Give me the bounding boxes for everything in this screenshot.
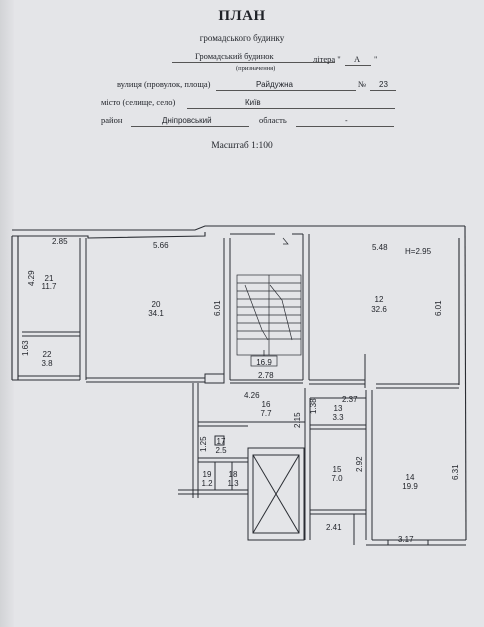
room-12-area: 32.6 bbox=[371, 305, 387, 314]
district-underline bbox=[131, 126, 249, 127]
street-underline bbox=[216, 90, 356, 91]
dim-5-66: 5.66 bbox=[153, 241, 169, 250]
room-I-area: 16.9 bbox=[256, 358, 272, 367]
city-value: Київ bbox=[245, 98, 261, 107]
room-20-area: 34.1 bbox=[148, 309, 164, 318]
room-17-number: 17 bbox=[217, 437, 226, 446]
litera-label: літера " bbox=[313, 54, 341, 64]
dim-6-01-right: 6.01 bbox=[434, 300, 443, 316]
rooms-21-22-walls bbox=[22, 238, 87, 380]
plan-title: ПЛАН bbox=[218, 8, 266, 24]
litera-value: А bbox=[354, 54, 361, 64]
litera-close: " bbox=[374, 54, 378, 64]
number-underline bbox=[370, 90, 396, 91]
region-value: - bbox=[345, 116, 348, 125]
dim-1-63: 1.63 bbox=[21, 340, 30, 356]
purpose-note: (призначення) bbox=[236, 65, 276, 72]
purpose-underline bbox=[172, 62, 335, 63]
room-12-number: 12 bbox=[375, 295, 384, 304]
room-22-area: 3.8 bbox=[41, 359, 53, 368]
room-16-area: 7.7 bbox=[260, 409, 272, 418]
outer-walls bbox=[11, 225, 467, 541]
room-20-walls bbox=[86, 238, 231, 384]
room-21-number: 21 bbox=[45, 274, 54, 283]
room-labels: 21 11.7 22 3.8 20 34.1 I 16.9 12 32.6 16… bbox=[41, 274, 418, 491]
room-12-walls bbox=[309, 354, 459, 389]
dim-6-01-left: 6.01 bbox=[213, 300, 222, 316]
dim-4-26: 4.26 bbox=[244, 391, 260, 400]
dim-height: H=2.95 bbox=[405, 247, 432, 256]
number-value: 23 bbox=[379, 80, 388, 89]
city-underline bbox=[187, 108, 395, 109]
staircase bbox=[236, 237, 302, 367]
region-underline bbox=[296, 126, 394, 127]
dim-5-48: 5.48 bbox=[372, 243, 388, 252]
room-18-number: 18 bbox=[229, 470, 238, 479]
room-19-number: 19 bbox=[203, 470, 212, 479]
room-I-number: I bbox=[263, 349, 265, 358]
plan-subtitle: громадського будинку bbox=[199, 33, 285, 43]
room-13-number: 13 bbox=[334, 404, 343, 413]
dim-6-31: 6.31 bbox=[451, 464, 460, 480]
dim-3-17: 3.17 bbox=[398, 535, 414, 544]
room-14-area: 19.9 bbox=[402, 482, 418, 491]
city-label: місто (селище, село) bbox=[101, 97, 176, 107]
room-13-area: 3.3 bbox=[332, 413, 344, 422]
room-15-area: 7.0 bbox=[331, 474, 343, 483]
dim-4-29: 4.29 bbox=[27, 270, 36, 286]
room-14-number: 14 bbox=[406, 473, 415, 482]
room-20-number: 20 bbox=[152, 300, 161, 309]
scale-label: Масштаб 1:100 bbox=[211, 141, 273, 151]
dim-1-25: 1.25 bbox=[199, 436, 208, 452]
dim-2-15: 2.15 bbox=[293, 412, 302, 428]
number-label: № bbox=[358, 79, 367, 89]
dim-2-85: 2.85 bbox=[52, 237, 68, 246]
stair-hall-walls bbox=[230, 233, 310, 384]
room-15-number: 15 bbox=[333, 465, 342, 474]
room-21-area: 11.7 bbox=[42, 282, 58, 291]
litera-underline bbox=[345, 65, 371, 66]
district-label: район bbox=[101, 115, 123, 125]
dimension-labels: 2.85 5.66 5.48 H=2.95 4.29 1.63 6.01 6.0… bbox=[21, 237, 460, 544]
dim-1-38: 1.38 bbox=[309, 398, 318, 414]
street-value: Райдужна bbox=[256, 80, 293, 89]
lower-block-walls bbox=[178, 383, 466, 546]
dim-2-78: 2.78 bbox=[258, 371, 274, 380]
room-16-number: 16 bbox=[262, 400, 271, 409]
page-binding-edge bbox=[0, 0, 14, 627]
room-18-area: 1.3 bbox=[227, 479, 239, 488]
room-17-area: 2.5 bbox=[215, 446, 227, 455]
room-19-area: 1.2 bbox=[201, 479, 213, 488]
dim-2-92: 2.92 bbox=[355, 456, 364, 472]
region-label: область bbox=[259, 115, 287, 125]
room-22-number: 22 bbox=[43, 350, 52, 359]
dim-2-37: 2.37 bbox=[342, 395, 358, 404]
purpose-value: Громадський будинок bbox=[195, 51, 274, 61]
dim-2-41: 2.41 bbox=[326, 523, 342, 532]
district-value: Дніпровський bbox=[162, 116, 212, 125]
street-label: вулиця (провулок, площа) bbox=[117, 79, 211, 89]
